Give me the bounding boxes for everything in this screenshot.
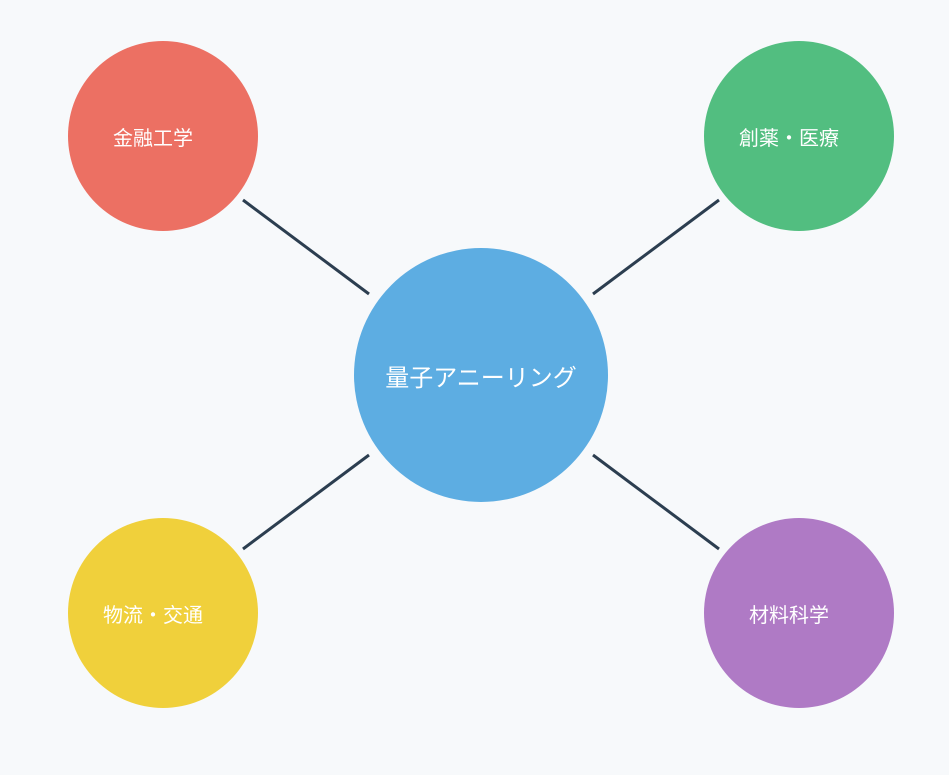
node-logistics-label: 物流・交通 bbox=[103, 602, 203, 627]
node-center: 量子アニーリング bbox=[354, 248, 608, 502]
node-pharma-label: 創薬・医療 bbox=[739, 125, 839, 150]
node-pharma: 創薬・医療 bbox=[704, 41, 894, 231]
connector-finance bbox=[242, 198, 370, 296]
connector-materials bbox=[592, 453, 720, 551]
node-center-label: 量子アニーリング bbox=[385, 363, 577, 392]
node-materials-label: 材料科学 bbox=[749, 602, 829, 627]
node-finance-label: 金融工学 bbox=[113, 125, 193, 150]
node-materials: 材料科学 bbox=[704, 518, 894, 708]
connector-pharma bbox=[592, 198, 720, 296]
connector-logistics bbox=[242, 453, 370, 551]
node-finance: 金融工学 bbox=[68, 41, 258, 231]
node-logistics: 物流・交通 bbox=[68, 518, 258, 708]
